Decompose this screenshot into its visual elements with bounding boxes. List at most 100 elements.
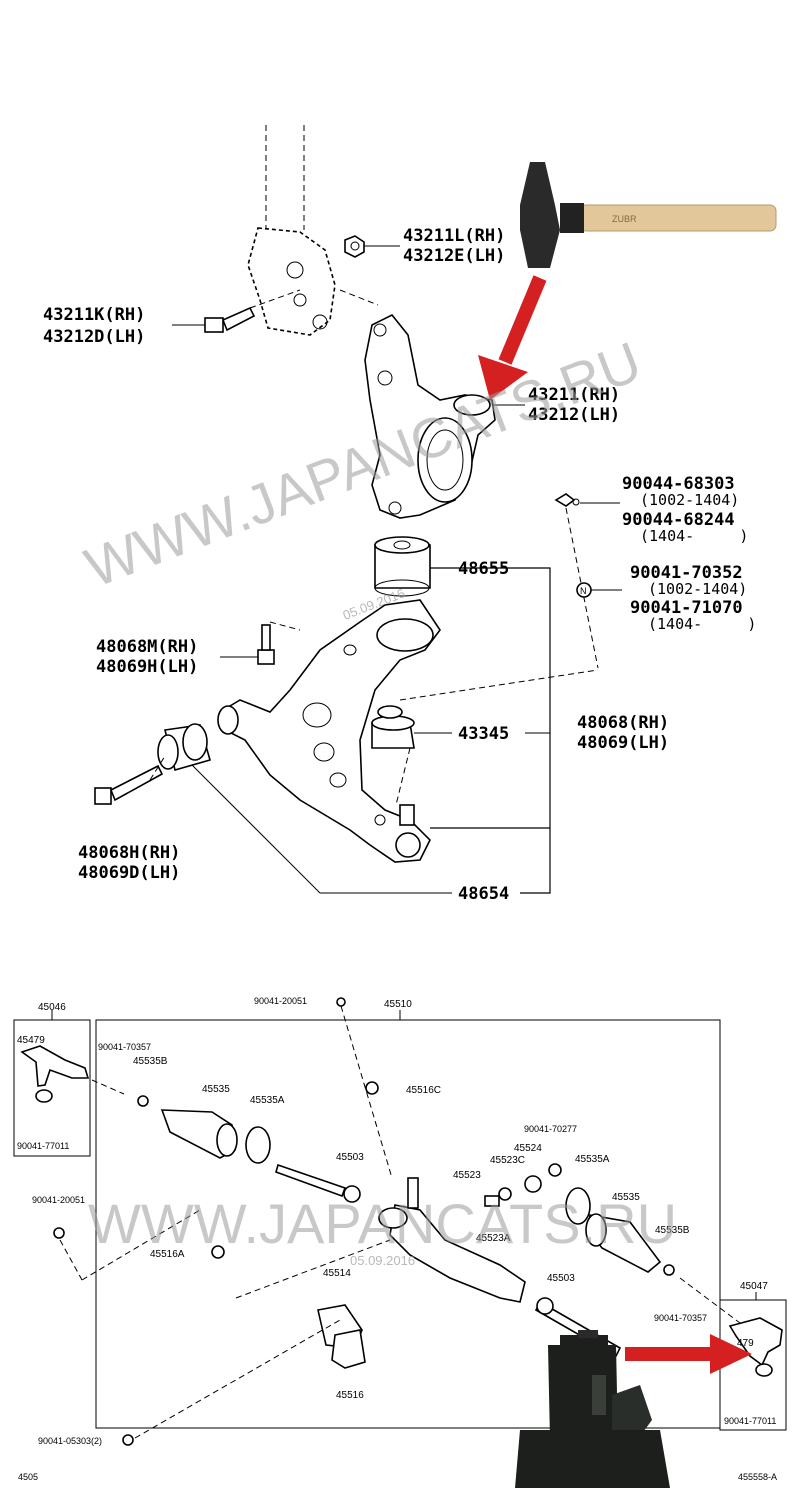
label-45516a: 45516A bbox=[150, 1249, 185, 1260]
svg-text:ZUBR: ZUBR bbox=[612, 214, 637, 224]
label-43212: 43212(LH) bbox=[528, 405, 620, 425]
steering-knuckle bbox=[364, 313, 496, 519]
label-nut-range-2: (1404- ) bbox=[648, 615, 756, 633]
spring-45523a bbox=[484, 1195, 500, 1207]
bush-45516c bbox=[365, 1081, 379, 1095]
tie-rod-end-right bbox=[728, 1317, 783, 1377]
svg-text:N: N bbox=[580, 586, 587, 596]
footer-left: 4505 bbox=[18, 1472, 38, 1482]
clamp-left bbox=[245, 1126, 271, 1164]
label-90041-70357-right: 90041-70357 bbox=[654, 1313, 707, 1323]
front-bolt bbox=[94, 764, 164, 805]
label-90041-70277: 90041-70277 bbox=[524, 1124, 577, 1134]
label-43212e: 43212E(LH) bbox=[403, 246, 505, 266]
bush-45516a bbox=[211, 1245, 225, 1259]
label-48069: 48069(LH) bbox=[577, 733, 669, 753]
label-knuckle-nut: 43211L(RH) 43212E(LH) bbox=[403, 226, 505, 266]
label-arm-bolt: 48068M(RH) 48069H(LH) bbox=[96, 637, 198, 677]
inner-tie-rod-left bbox=[275, 1163, 361, 1203]
label-45047: 45047 bbox=[740, 1281, 768, 1292]
knuckle-nut bbox=[344, 235, 365, 258]
label-90041-71070: 90041-71070 bbox=[630, 598, 743, 618]
label-90041-20051-left: 90041-20051 bbox=[32, 1195, 85, 1205]
label-nut-upper: 90041-70352 (1002-1404) 90041-71070 (140… bbox=[630, 563, 756, 633]
label-90041-70357-left: 90041-70357 bbox=[98, 1042, 151, 1052]
label-90041-77011-left: 90041-77011 bbox=[17, 1141, 69, 1151]
label-45514: 45514 bbox=[323, 1268, 351, 1279]
arm-bolt bbox=[257, 624, 275, 665]
knuckle-bolt bbox=[204, 306, 256, 333]
label-90044-68303: 90044-68303 bbox=[622, 474, 735, 494]
footer-right: 455558-A bbox=[738, 1472, 777, 1482]
label-45523: 45523 bbox=[453, 1170, 481, 1181]
label-90041-70352: 90041-70352 bbox=[630, 563, 743, 583]
strut-bracket bbox=[247, 227, 336, 336]
bracket-45514 bbox=[317, 1304, 366, 1369]
label-43211: 43211(RH) bbox=[528, 385, 620, 405]
label-48068: 48068(RH) bbox=[577, 713, 669, 733]
label-45479: 45479 bbox=[17, 1035, 45, 1046]
label-45516: 45516 bbox=[336, 1390, 364, 1401]
label-nut-range-1: (1002-1404) bbox=[648, 580, 747, 598]
label-45535-left: 45535 bbox=[202, 1084, 230, 1095]
label-48654: 48654 bbox=[458, 884, 509, 904]
label-arm-assy: 48068(RH) 48069(LH) bbox=[577, 713, 669, 753]
tie-rod-end-left bbox=[20, 1045, 90, 1103]
label-45516c: 45516C bbox=[406, 1085, 441, 1096]
bottle-jack-image bbox=[515, 1330, 670, 1488]
rack-housing bbox=[378, 1177, 526, 1303]
bolt-top bbox=[336, 997, 346, 1007]
ball-joint-43345 bbox=[371, 705, 415, 749]
label-45503-right: 45503 bbox=[547, 1273, 575, 1284]
label-45535b-right: 45535B bbox=[655, 1225, 690, 1236]
label-90041-77011-right: 90041-77011 bbox=[724, 1416, 776, 1426]
label-45523c: 45523C bbox=[490, 1155, 525, 1166]
label-45535a-left: 45535A bbox=[250, 1095, 285, 1106]
watermark-lower: WWW.JAPANCATS.RU bbox=[88, 1192, 677, 1255]
label-knuckle-bolt: 43211K(RH) 43212D(LH) bbox=[43, 305, 145, 347]
boot-left bbox=[160, 1109, 238, 1159]
label-clip: 90044-68303 (1002-1404) 90044-68244 (140… bbox=[622, 474, 748, 545]
bushing-48654 bbox=[157, 723, 211, 771]
label-479-right: 479 bbox=[737, 1338, 754, 1349]
label-48069d: 48069D(LH) bbox=[78, 863, 180, 883]
label-48069h: 48069H(LH) bbox=[96, 657, 198, 677]
label-45523a: 45523A bbox=[476, 1233, 511, 1244]
clamp-right bbox=[565, 1187, 591, 1225]
boot-right bbox=[585, 1213, 662, 1273]
bolt-left bbox=[53, 1227, 65, 1239]
label-45524: 45524 bbox=[514, 1143, 542, 1154]
label-45503-left: 45503 bbox=[336, 1152, 364, 1163]
label-clip-range-2: (1404- ) bbox=[640, 527, 748, 545]
red-arrow-lower bbox=[625, 1334, 752, 1374]
watermark-upper: WWW.JAPANCATS.RU bbox=[77, 329, 649, 599]
label-48068h: 48068H(RH) bbox=[78, 843, 180, 863]
label-43211k: 43211K(RH) bbox=[43, 305, 145, 325]
label-48655: 48655 bbox=[458, 559, 509, 579]
label-knuckle: 43211(RH) 43212(LH) bbox=[528, 385, 620, 425]
box-45510 bbox=[95, 1019, 721, 1429]
red-arrow-upper bbox=[478, 275, 547, 400]
label-45535b-left: 45535B bbox=[133, 1056, 168, 1067]
bolt-bottom bbox=[122, 1434, 134, 1446]
clip-90044 bbox=[554, 493, 580, 507]
label-43345: 43345 bbox=[458, 724, 509, 744]
cover-45524 bbox=[524, 1175, 542, 1193]
label-90044-68244: 90044-68244 bbox=[622, 510, 735, 530]
label-45510: 45510 bbox=[384, 999, 412, 1010]
nut-90041-upper: N bbox=[576, 582, 592, 598]
label-90041-20051-top: 90041-20051 bbox=[254, 996, 307, 1006]
bushing-48655 bbox=[374, 536, 431, 597]
hammer-image: ZUBR bbox=[520, 162, 777, 268]
label-43212d: 43212D(LH) bbox=[43, 327, 145, 347]
label-front-bolt: 48068H(RH) 48069D(LH) bbox=[78, 843, 180, 883]
small-ring-left bbox=[137, 1095, 149, 1107]
nut-90041-70277 bbox=[548, 1163, 562, 1177]
label-43211l: 43211L(RH) bbox=[403, 226, 505, 246]
lower-control-arm bbox=[217, 599, 441, 863]
label-45535-right: 45535 bbox=[612, 1192, 640, 1203]
label-45046: 45046 bbox=[38, 1002, 66, 1013]
watermark-date-lower: 05.09.2016 bbox=[350, 1253, 415, 1268]
label-90041-05303: 90041-05303(2) bbox=[38, 1436, 102, 1446]
